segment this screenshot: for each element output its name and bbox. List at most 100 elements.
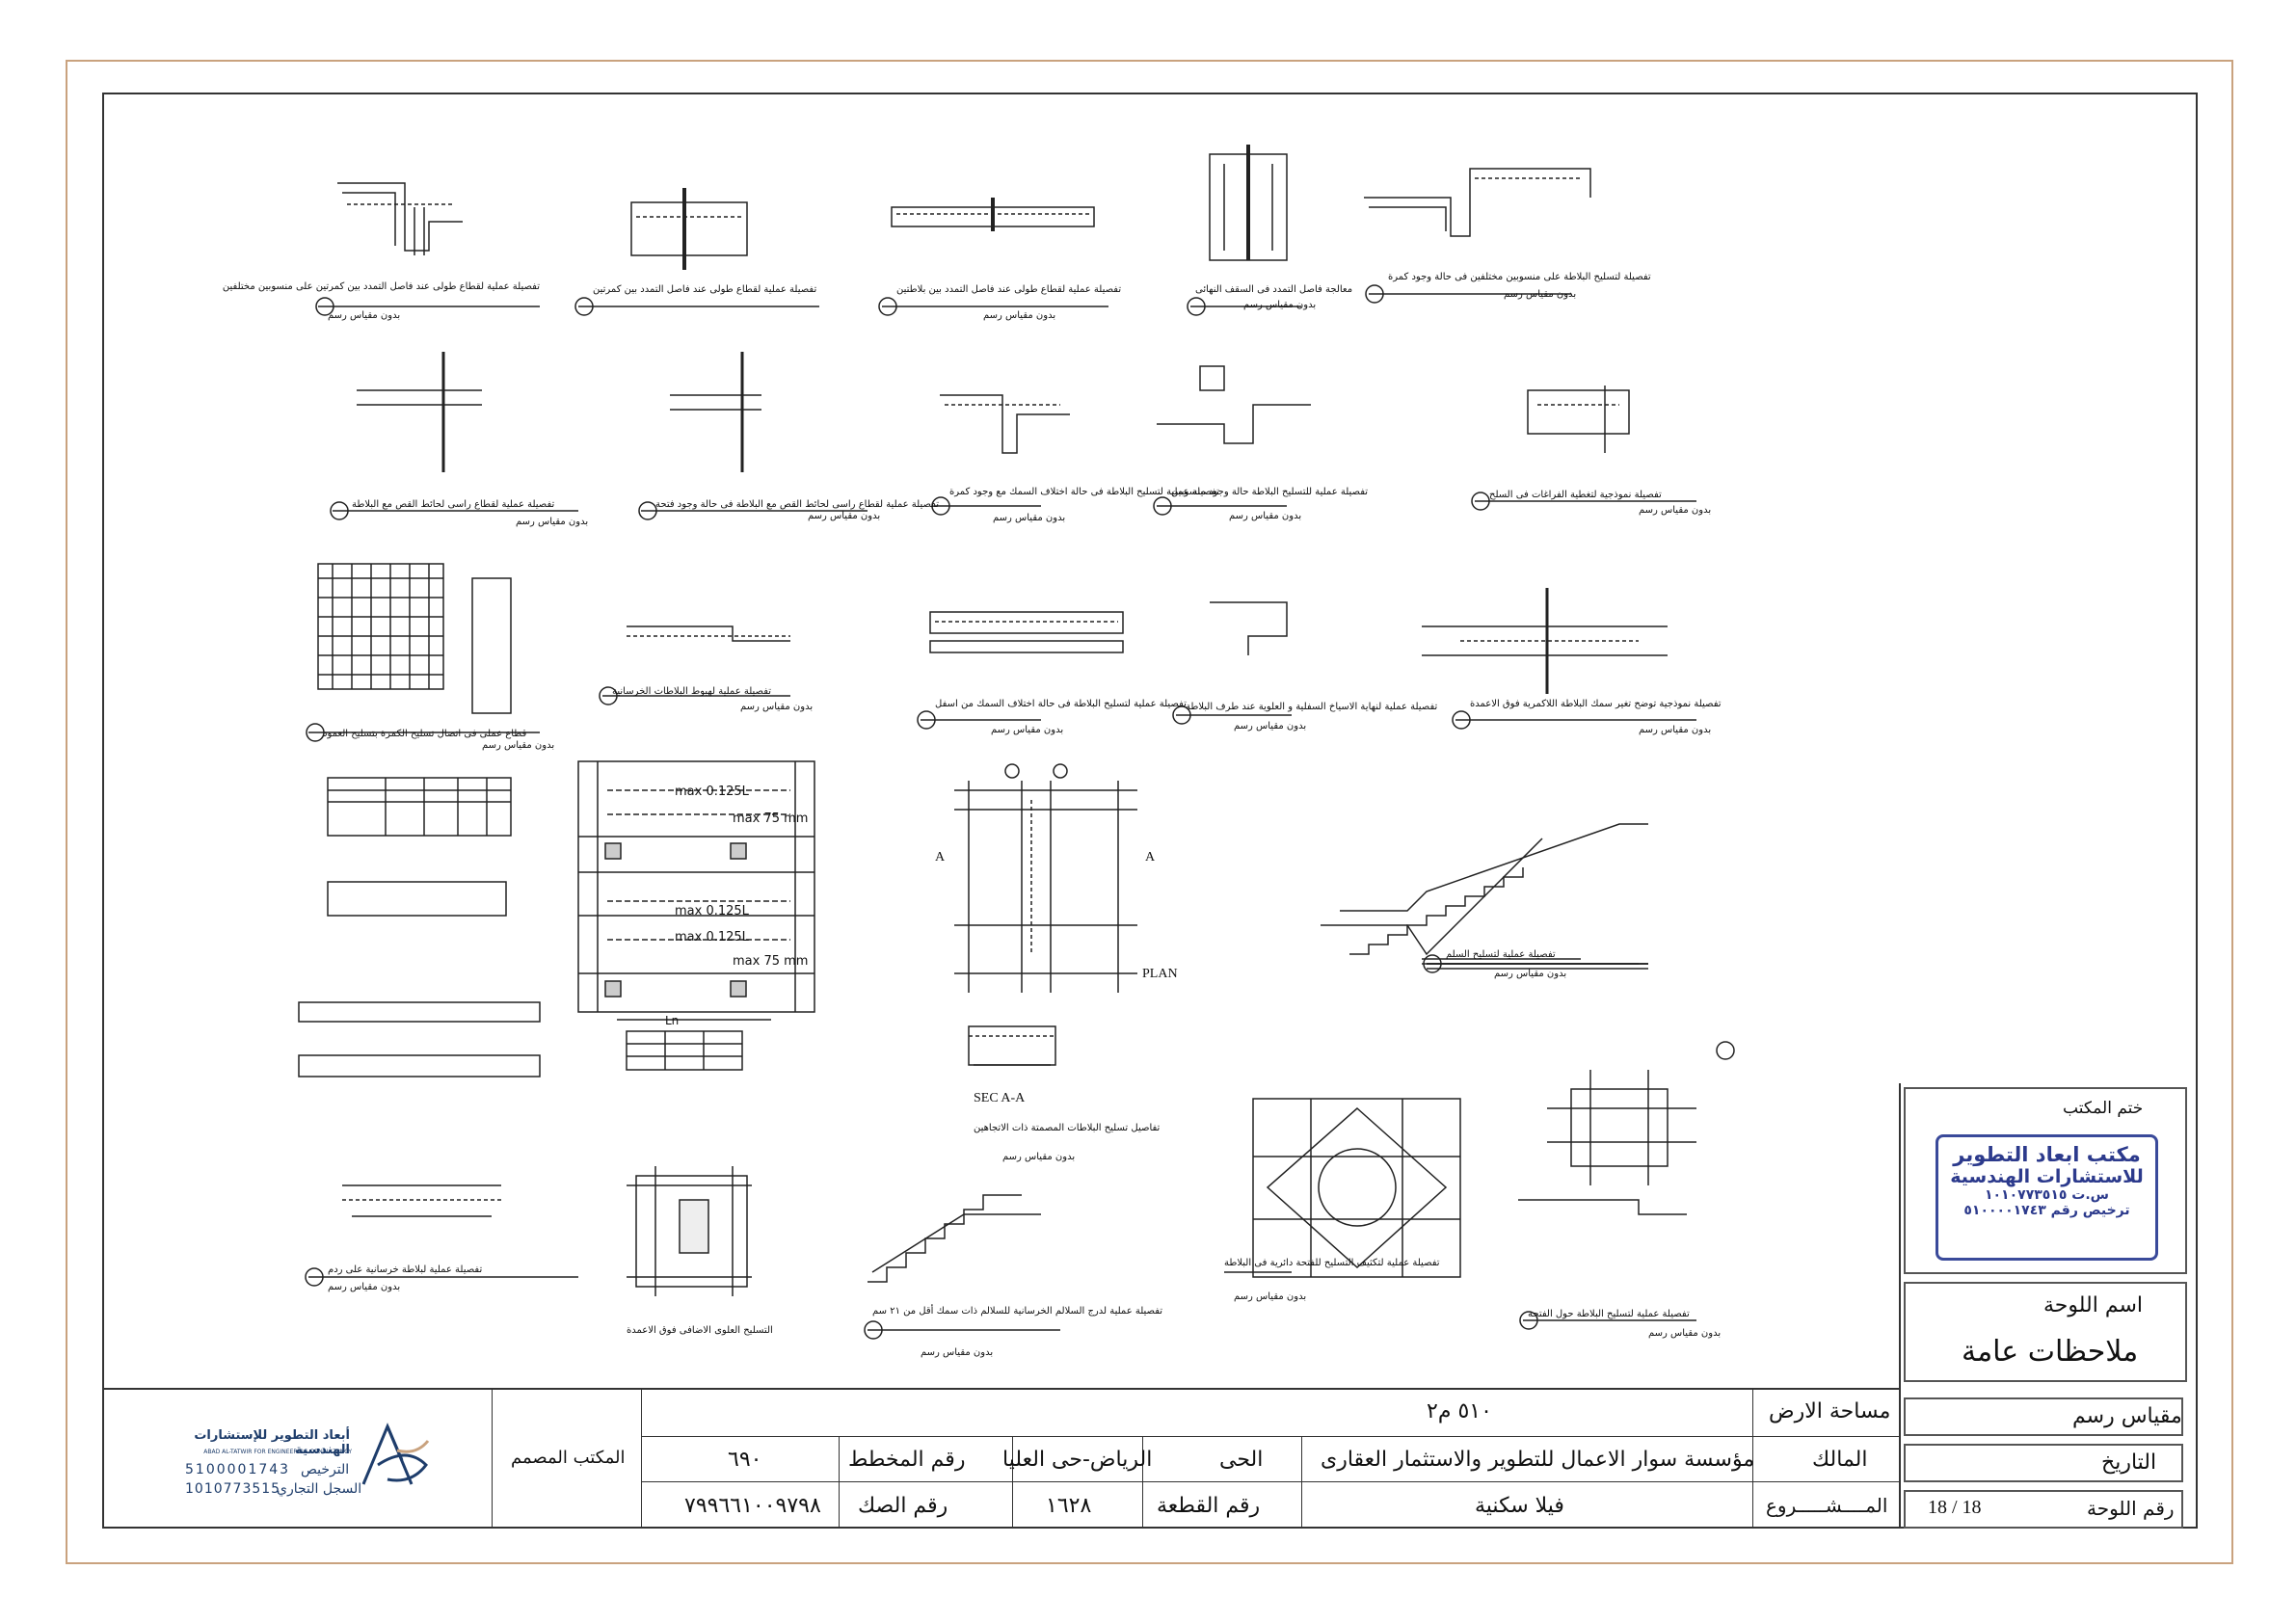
- detail-4-drawing: [1187, 145, 1301, 316]
- detail-caption: تفصيلة عملية لنهاية الاسياخ السفلية و ال…: [1186, 702, 1438, 712]
- scale-box: [1904, 1397, 2183, 1436]
- row-line: [641, 1436, 1899, 1437]
- detail-10-drawing: [1471, 386, 1696, 511]
- sheet-no-label: رقم اللوحة: [2087, 1497, 2175, 1520]
- office-stamp-label: ختم المكتب: [2063, 1099, 2144, 1118]
- plan-no-value: ٦٩٠: [728, 1448, 762, 1472]
- section-mark: A: [935, 850, 946, 865]
- detail-note: بدون مقياس رسم: [1229, 511, 1302, 521]
- detail-note: بدون مقياس رسم: [983, 310, 1056, 321]
- dimension-label: max 75 mm: [733, 812, 809, 826]
- stamp-line: س.ت ١٠١٠٧٧٣٥١٥: [1984, 1187, 2110, 1203]
- col-line: [492, 1388, 493, 1529]
- deed-no-value: ٧٩٩٦٦١٠٠٩٧٩٨: [684, 1494, 821, 1518]
- detail-note: بدون مقياس رسم: [740, 702, 814, 712]
- col-line: [1301, 1436, 1302, 1529]
- detail-note: بدون مقياس رسم: [1504, 289, 1577, 300]
- detail-caption: تفصيلة عملية لتكثيف التسليح للفتحة دائري…: [1224, 1258, 1440, 1268]
- detail-note: بدون مقياس رسم: [808, 511, 881, 521]
- detail-note: بدون مقياس رسم: [482, 740, 555, 751]
- land-area-label: مساحة الارض: [1769, 1399, 1891, 1423]
- license-label: الترخيص: [301, 1462, 350, 1477]
- cr-no: 1010773515: [185, 1481, 281, 1497]
- stamp-line: للاستشارات الهندسية: [1950, 1166, 2144, 1187]
- detail-note: بدون مقياس رسم: [1234, 1291, 1307, 1302]
- section-mark: A: [1145, 850, 1156, 865]
- company-name-ar: أبعاد التطوير للإستشارات الهندسية: [194, 1428, 350, 1457]
- title-block-divider: [1899, 1083, 1901, 1529]
- sheet-name-value: ملاحظات عامة: [1962, 1335, 2139, 1369]
- detail-23-drawing: [1518, 1041, 1735, 1330]
- detail-caption: تفصيلة نموذجية توضح تغير سمك البلاطة الل…: [1470, 699, 1722, 709]
- detail-note: بدون مقياس رسم: [921, 1347, 994, 1358]
- title-block-top-line: [102, 1388, 1901, 1390]
- detail-18-drawing: [954, 763, 1137, 1066]
- col-line: [839, 1436, 840, 1529]
- detail-caption: تفصيلة عملية لتسليح البلاطة فى حالة اختل…: [935, 699, 1187, 709]
- cr-label: السجل التجاري: [277, 1481, 362, 1497]
- dimension-label: max 0.125L: [675, 904, 749, 918]
- detail-caption: قطاع عملى فى اتصال تسليح الكمرة بتسليح ا…: [323, 729, 527, 739]
- detail-7-drawing: [638, 352, 868, 520]
- stamp-line: ترخيص رقم ٥١٠٠٠٠١٧٤٣: [1963, 1203, 2130, 1218]
- detail-21-drawing: [864, 1194, 1060, 1340]
- detail-16-drawing: [1321, 823, 1648, 973]
- detail-note: بدون مقياس رسم: [516, 517, 589, 527]
- plan-label: PLAN: [1142, 967, 1178, 981]
- detail-caption: تفصيلة عملية للتسليح البلاطة حالة وجود م…: [1171, 487, 1369, 497]
- detail-note: بدون مقياس رسم: [993, 513, 1066, 523]
- row-line: [641, 1481, 1899, 1482]
- date-box: [1904, 1444, 2183, 1482]
- detail-caption: تفصيلة عملية لهبوط البلاطات الخرسانية: [612, 686, 772, 697]
- detail-9-drawing: [1153, 365, 1311, 516]
- detail-caption: تفصيلة عملية لدرج السلالم الخرسانية للسل…: [872, 1306, 1163, 1317]
- col-line: [641, 1388, 642, 1529]
- license-no: 5100001743: [185, 1462, 291, 1477]
- owner-label: المالك: [1812, 1448, 1868, 1472]
- detail-caption: تفاصيل تسليح البلاطات المصمتة ذات الاتجا…: [974, 1123, 1161, 1133]
- detail-12-drawing: [599, 625, 790, 705]
- stamp-line: مكتب ابعاد التطوير: [1953, 1143, 2141, 1166]
- designer-label: المكتب المصمم: [511, 1448, 626, 1468]
- detail-caption: تفصيلة عملية لقطاع راسى لحائط القص مع ال…: [655, 499, 940, 510]
- owner-value: مؤسسة سوار الاعمال للتطوير والاستثمار ال…: [1321, 1448, 1755, 1472]
- col-line: [1752, 1388, 1753, 1529]
- detail-caption: تفصيلة عملية لقطاع طولى عند فاصل التمدد …: [896, 284, 1122, 295]
- dimension-label: max 0.125L: [675, 930, 749, 945]
- land-area-value: ٥١٠ م٢: [1427, 1399, 1492, 1423]
- detail-17-drawing: [577, 760, 815, 1071]
- detail-note: بدون مقياس رسم: [328, 310, 401, 321]
- detail-8-drawing: [931, 394, 1070, 516]
- district-value: الرياض-حى العليا: [1002, 1448, 1153, 1472]
- sheet-name-box: [1904, 1282, 2187, 1382]
- col-line: [1012, 1436, 1013, 1529]
- detail-caption: تفصيلة عملية لتسليح البلاطة فى حالة اختل…: [949, 487, 1219, 497]
- detail-20-drawing: [627, 1166, 752, 1296]
- detail-11-drawing: [306, 563, 540, 742]
- dimension-label: max 75 mm: [733, 954, 809, 969]
- plan-no-label: رقم المخطط: [848, 1448, 966, 1472]
- plot-no-label: رقم القطعة: [1157, 1494, 1261, 1518]
- detail-caption: معالجة فاصل التمدد فى السقف النهائى: [1195, 284, 1353, 295]
- district-label: الحى: [1219, 1448, 1264, 1472]
- scale-label: مقياس رسم: [2072, 1404, 2182, 1428]
- detail-note: بدون مقياس رسم: [991, 725, 1064, 735]
- detail-note: بدون مقياس رسم: [328, 1282, 401, 1292]
- office-stamp: مكتب ابعاد التطوير للاستشارات الهندسية س…: [1936, 1134, 2158, 1261]
- detail-caption: تفصيلة عملية لقطاع طولى عند فاصل التمدد …: [593, 284, 817, 295]
- detail-14-drawing: [1172, 601, 1292, 725]
- dimension-label: max 0.125L: [675, 785, 749, 799]
- sheet-no-box: [1904, 1490, 2183, 1529]
- detail-19-drawing: [305, 1184, 578, 1287]
- sheet-no-value: 18 / 18: [1928, 1497, 1982, 1518]
- company-logo-icon: [361, 1423, 430, 1485]
- company-name-en: ABAD AL-TATWIR FOR ENGINEERING CONSULTAN…: [203, 1449, 352, 1455]
- detail-1-drawing: [315, 182, 540, 316]
- corner-tick: [66, 60, 123, 62]
- detail-note: بدون مقياس رسم: [1639, 505, 1712, 516]
- detail-5-drawing: [1364, 168, 1591, 304]
- outer-frame: [66, 60, 2233, 1564]
- dimension-label: Ln: [665, 1014, 680, 1027]
- detail-15-drawing: [1422, 588, 1696, 730]
